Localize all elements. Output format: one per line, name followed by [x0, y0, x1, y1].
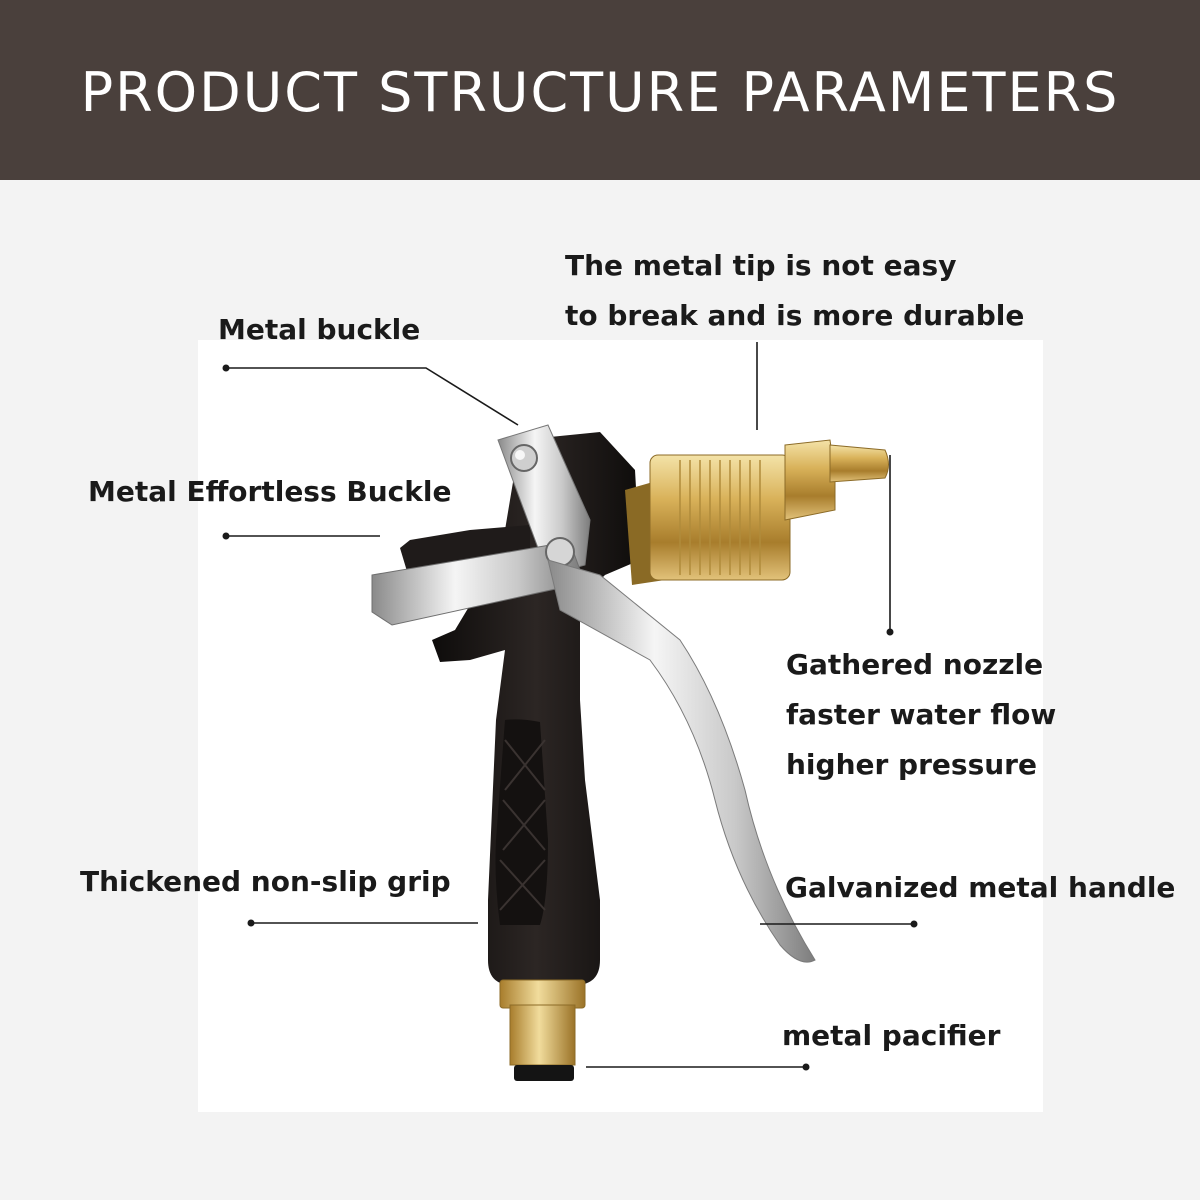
callout-nozzle-line3: higher pressure [786, 748, 1037, 781]
header-banner: PRODUCT STRUCTURE PARAMETERS [0, 0, 1200, 180]
leader-metal-buckle [222, 364, 519, 426]
callout-nozzle-line1: Gathered nozzle [786, 648, 1044, 681]
callout-metal-effortless-buckle: Metal Effortless Buckle [88, 475, 452, 508]
callout-metal-tip-line2: to break and is more durable [565, 299, 1025, 332]
callout-metal-buckle: Metal buckle [218, 313, 421, 346]
metal-pacifier-part [499, 979, 586, 1081]
callout-metal-tip: The metal tip is not easy to break and i… [565, 241, 1024, 341]
page-title: PRODUCT STRUCTURE PARAMETERS [80, 60, 1120, 124]
callout-nozzle-line2: faster water flow [786, 698, 1057, 731]
callout-grip: Thickened non-slip grip [80, 865, 451, 898]
leader-nozzle [886, 455, 894, 636]
leader-pacifier [586, 1063, 810, 1071]
leader-grip [247, 919, 478, 927]
callout-metal-tip-line1: The metal tip is not easy [565, 249, 957, 282]
callout-handle: Galvanized metal handle [785, 871, 1176, 904]
effortless-buckle-part [371, 537, 581, 626]
leader-handle [760, 920, 918, 928]
brass-nozzle-part [625, 439, 889, 585]
leader-effortless-buckle [222, 532, 380, 540]
callout-gathered-nozzle: Gathered nozzle faster water flow higher… [786, 640, 1056, 790]
galvanized-handle-part [547, 559, 816, 963]
callout-lines [222, 342, 918, 1071]
callout-pacifier: metal pacifier [782, 1019, 1001, 1052]
